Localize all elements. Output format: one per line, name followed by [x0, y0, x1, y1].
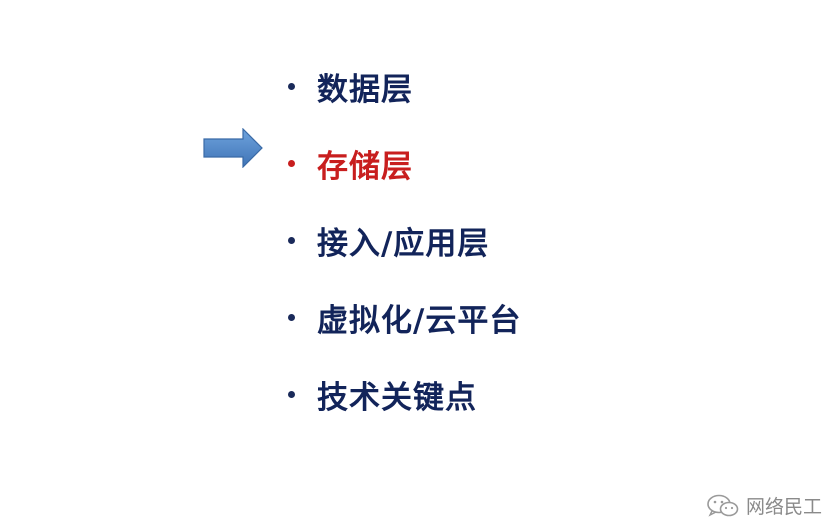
right-arrow-icon — [203, 128, 263, 168]
wechat-icon — [707, 494, 739, 517]
watermark: 网络民工 — [706, 492, 822, 519]
watermark-text: 网络民工 — [745, 496, 822, 518]
bullet-dot — [288, 160, 295, 167]
bullet-item-data-layer: 数据层 — [288, 48, 521, 125]
bullet-label: 虚拟化/云平台 — [317, 303, 522, 339]
bullet-dot — [288, 314, 295, 321]
bullet-dot — [288, 391, 295, 398]
bullet-item-access-application-layer: 接入/应用层 — [288, 202, 521, 279]
bullet-item-virtualization-cloud: 虚拟化/云平台 — [288, 279, 521, 356]
bullet-label: 存储层 — [317, 149, 413, 185]
bullet-label: 技术关键点 — [317, 380, 477, 416]
bullet-dot — [288, 83, 295, 90]
bullet-dot — [288, 237, 295, 244]
bullet-label: 接入/应用层 — [317, 226, 490, 262]
bullet-item-storage-layer: 存储层 — [288, 125, 521, 202]
bullet-list: 数据层 存储层 接入/应用层 虚拟化/云平台 技术关键点 — [288, 48, 521, 433]
bullet-item-key-technologies: 技术关键点 — [288, 356, 521, 433]
bullet-label: 数据层 — [317, 72, 413, 108]
